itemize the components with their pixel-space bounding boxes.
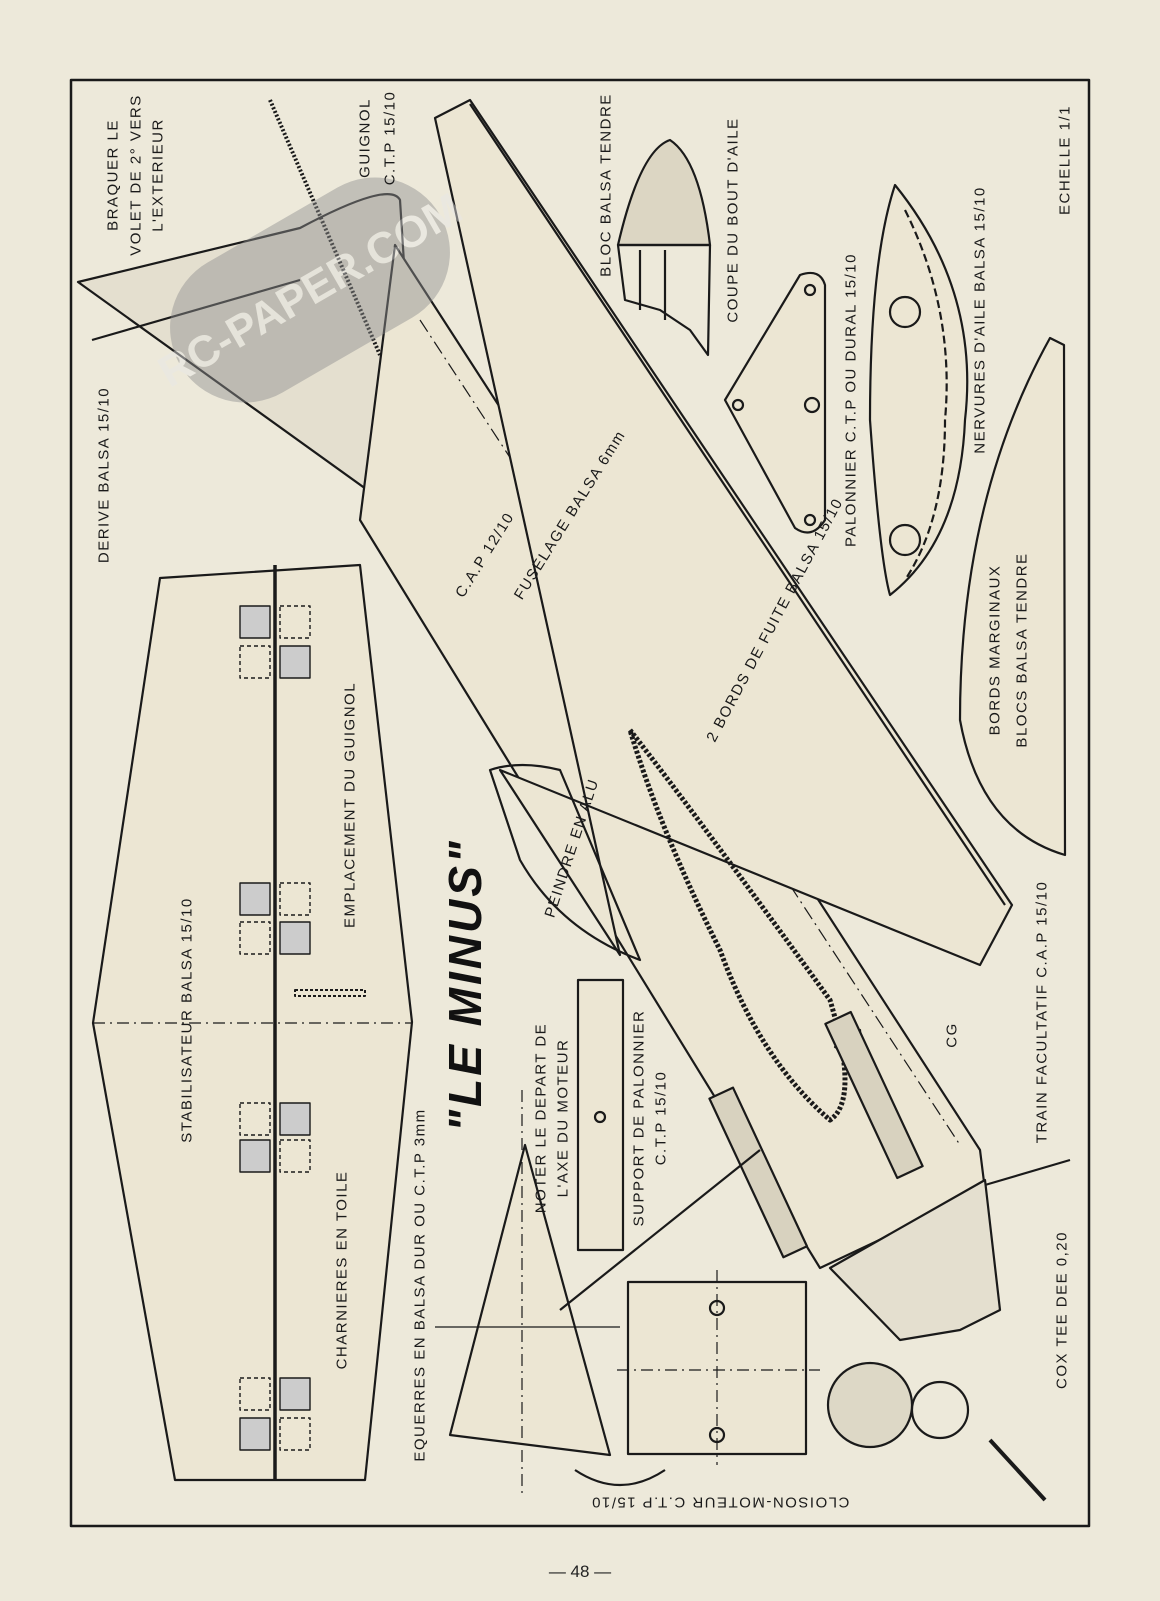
bellcrank-mount-part xyxy=(576,978,625,1252)
label-coupe: COUPE DU BOUT D'AILE xyxy=(724,117,742,323)
label-train: TRAIN FACULTATIF C.A.P 15/10 xyxy=(1033,880,1051,1144)
label-equerres: EQUERRES EN BALSA DUR OU C.T.P 3mm xyxy=(411,1108,429,1462)
label-guignol-1: GUIGNOL xyxy=(356,98,374,178)
label-support-1: SUPPORT DE PALONNIER xyxy=(630,1009,648,1227)
canopy-outline xyxy=(627,727,848,1123)
label-cg: CG xyxy=(943,1022,961,1048)
label-nervures: NERVURES D'AILE BALSA 15/10 xyxy=(971,186,989,454)
label-cox: COX TEE DEE 0,20 xyxy=(1053,1231,1071,1389)
label-derive: DERIVE BALSA 15/10 xyxy=(95,386,113,564)
tip-block-part xyxy=(616,138,712,247)
plan-border xyxy=(69,78,1091,1528)
label-support-2: C.T.P 15/10 xyxy=(652,1070,670,1166)
label-bloc: BLOC BALSA TENDRE xyxy=(597,93,615,277)
wing-rib-part xyxy=(868,183,969,597)
label-stabilisateur: STABILISATEUR BALSA 15/10 xyxy=(178,897,196,1143)
label-noter-1: NOTER LE DEPART DE xyxy=(532,1022,550,1214)
label-braquer-2: VOLET DE 2° VERS xyxy=(127,94,145,256)
label-bords-marginaux-2: BLOCS BALSA TENDRE xyxy=(1013,552,1031,748)
rudder-part xyxy=(76,193,422,517)
hinge-marks xyxy=(239,605,311,1451)
label-bords-marginaux-1: BORDS MARGINAUX xyxy=(986,564,1004,736)
engine-part xyxy=(828,1178,1002,1342)
page-title: "LE MINUS" xyxy=(439,838,491,1132)
label-echelle: ECHELLE 1/1 xyxy=(1056,105,1074,215)
label-braquer-1: BRAQUER LE xyxy=(104,119,122,231)
wingtip-part xyxy=(958,336,1067,857)
bellcrank-part xyxy=(723,271,827,534)
label-cloison: CLOISON-MOTEUR C.T.P 15/10 xyxy=(590,1493,850,1511)
label-braquer-3: L'EXTERIEUR xyxy=(149,118,167,232)
label-guignol-2: C.T.P 15/10 xyxy=(381,90,399,186)
page-number: — 48 — xyxy=(548,1562,612,1581)
gusset-part xyxy=(448,1143,612,1457)
label-emplacement: EMPLACEMENT DU GUIGNOL xyxy=(341,681,359,929)
label-noter-2: L'AXE DU MOTEUR xyxy=(554,1038,572,1198)
wing-part xyxy=(433,98,1014,967)
label-charnieres: CHARNIERES EN TOILE xyxy=(333,1170,351,1370)
